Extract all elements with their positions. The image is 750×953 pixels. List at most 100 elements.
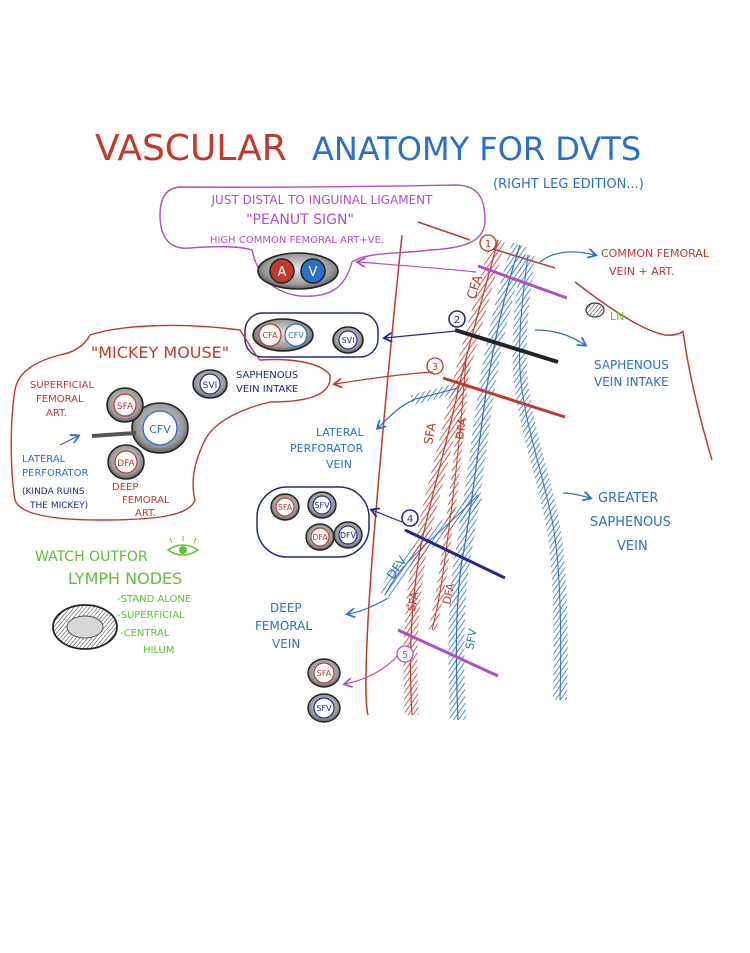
lymph-node-mini [585,302,605,318]
leg-hip-edge [574,281,684,336]
level4-sfa: SFA [278,503,293,512]
peanut-vein-circle [300,258,326,284]
mickey-dfa: DFA [117,459,135,469]
level4-callout: SFA SFV DFA DFV [256,486,370,558]
cfva-label-1: COMMON FEMORAL [601,247,710,260]
level2-arrow [385,330,457,338]
femoral-vein-edge [455,244,521,721]
lpv-arrow [378,399,415,428]
mickey-sfa: SFA [117,402,134,412]
gsv-label-3: VEIN [617,539,648,554]
mickey-sfa-label-2: FEMORAL [36,394,84,405]
mickey-title: "MICKEY MOUSE" [91,343,229,362]
peanut-artery-circle [269,258,295,284]
gsv-label-2: SAPHENOUS [590,515,671,530]
deep-femoral-artery-edge [431,359,467,631]
svi-label-1: SAPHENOUS [594,358,669,372]
lpv-label-1: LATERAL [316,426,364,439]
probe-levels [397,264,568,678]
level4-sfv: SFV [314,501,330,510]
title-part-anatomy: ANATOMY FOR DVTS [312,130,641,168]
probe-level-4 [404,528,506,580]
svg-text:1: 1 [485,239,491,250]
level2-box [244,312,379,358]
mickey-svi-label-1: SAPHENOUS [236,370,298,381]
dfv-label-1: DEEP [270,601,302,615]
lpv-label-2: PERFORATOR [290,442,363,455]
mickey-dfa-label-1: DEEP [112,482,138,493]
greater-saphenous-vein [512,254,568,701]
ln-label: LN [610,310,624,323]
level-number-4: 4 [401,509,419,527]
lymph-node-section: WATCH OUTFOR LYMPH NODES -STAND ALONE -S… [35,536,200,656]
greater-saphenous-vein-edge [518,254,562,701]
lpv-label-3: VEIN [326,458,352,471]
edition-note: (RIGHT LEG EDITION...) [493,177,644,192]
lymph-item-1: -STAND ALONE [117,594,191,605]
peanut-sign-callout: JUST DISTAL TO INGUINAL LIGAMENT "PEANUT… [159,184,486,297]
mickey-lp-label-4: THE MICKEY) [29,501,88,511]
cfva-arrow [539,252,595,263]
svg-text:5: 5 [402,650,408,661]
lymph-item-4: HILUM [143,645,175,656]
peanut-line-1: JUST DISTAL TO INGUINAL LIGAMENT [211,193,434,207]
peanut-line-3: HIGH COMMON FEMORAL ART+VE. [210,235,384,246]
mickey-box [10,324,331,521]
level-number-5: 5 [396,645,414,663]
svi-label-2: VEIN INTAKE [594,375,669,389]
lymph-title-2: LYMPH NODES [68,569,182,588]
probe-level-1 [477,264,568,300]
level5-sfa: SFA [317,669,332,678]
mickey-arrow [335,371,434,384]
mickey-sfa-label-1: SUPERFICIAL [30,380,94,391]
peanut-sign-box [159,184,486,297]
probe-level-5 [397,628,499,678]
lymph-node-hilum [66,615,104,639]
level-number-1: 1 [479,234,497,252]
femoral-artery-edge [409,239,499,716]
leg-inner-edge [365,234,403,716]
level4-dfa: DFA [312,533,328,542]
cfva-label-2: VEIN + ART. [609,265,674,278]
gsv-label-1: GREATER [598,491,658,506]
peanut-line-2: "PEANUT SIGN" [246,212,354,228]
mickey-dfa-label-2: FEMORAL [122,495,170,506]
vessel-label-dfa-lower: DFA [440,582,457,606]
mickey-svi: SVI [203,381,218,391]
lateral-perforator-vein-edge [411,387,459,401]
mickey-lp-label-2: PERFORATOR [22,468,89,479]
svi-arrow [534,329,585,345]
mickey-lp-label-1: LATERAL [22,454,66,465]
probe-level-3 [442,376,566,419]
vessel-label-dfa: DFA [453,417,470,441]
probe-level-2 [454,328,559,364]
vessel-label-sfa: SFA [421,421,439,446]
gsv-arrow [562,493,590,498]
peanut-v-label: V [309,265,318,280]
level5-sfv: SFV [316,704,332,713]
svg-text:2: 2 [454,315,460,326]
level-number-3: 3 [426,357,444,375]
mickey-perforator [91,431,137,438]
lymph-title-1: WATCH OUTFOR [35,549,148,565]
vessel-label-sfv: SFV [463,627,480,650]
page-title: VASCULAR ANATOMY FOR DVTS [95,128,641,169]
dfv-label-2: FEMORAL [255,619,312,633]
leg-outer-edge [682,330,713,461]
mickey-lp-arrow [59,436,78,446]
level4-arrow [372,510,403,523]
mickey-sfa-label-3: ART. [46,408,67,419]
level5-stack: SFA SFV [307,658,341,723]
svg-text:3: 3 [432,362,438,373]
mickey-svi-label-2: VEIN INTAKE [236,384,298,395]
title-part-vascular: VASCULAR [95,128,287,169]
level4-dfv: DFV [340,531,357,540]
level-number-2: 2 [448,310,466,328]
vessel-label-cfa: CFA [465,273,487,301]
deep-femoral-vein-edge [384,494,479,596]
eye-icon [166,536,200,556]
svg-text:4: 4 [407,514,413,525]
peanut-a-label: A [278,265,287,280]
lymph-item-3: -CENTRAL [120,628,170,639]
